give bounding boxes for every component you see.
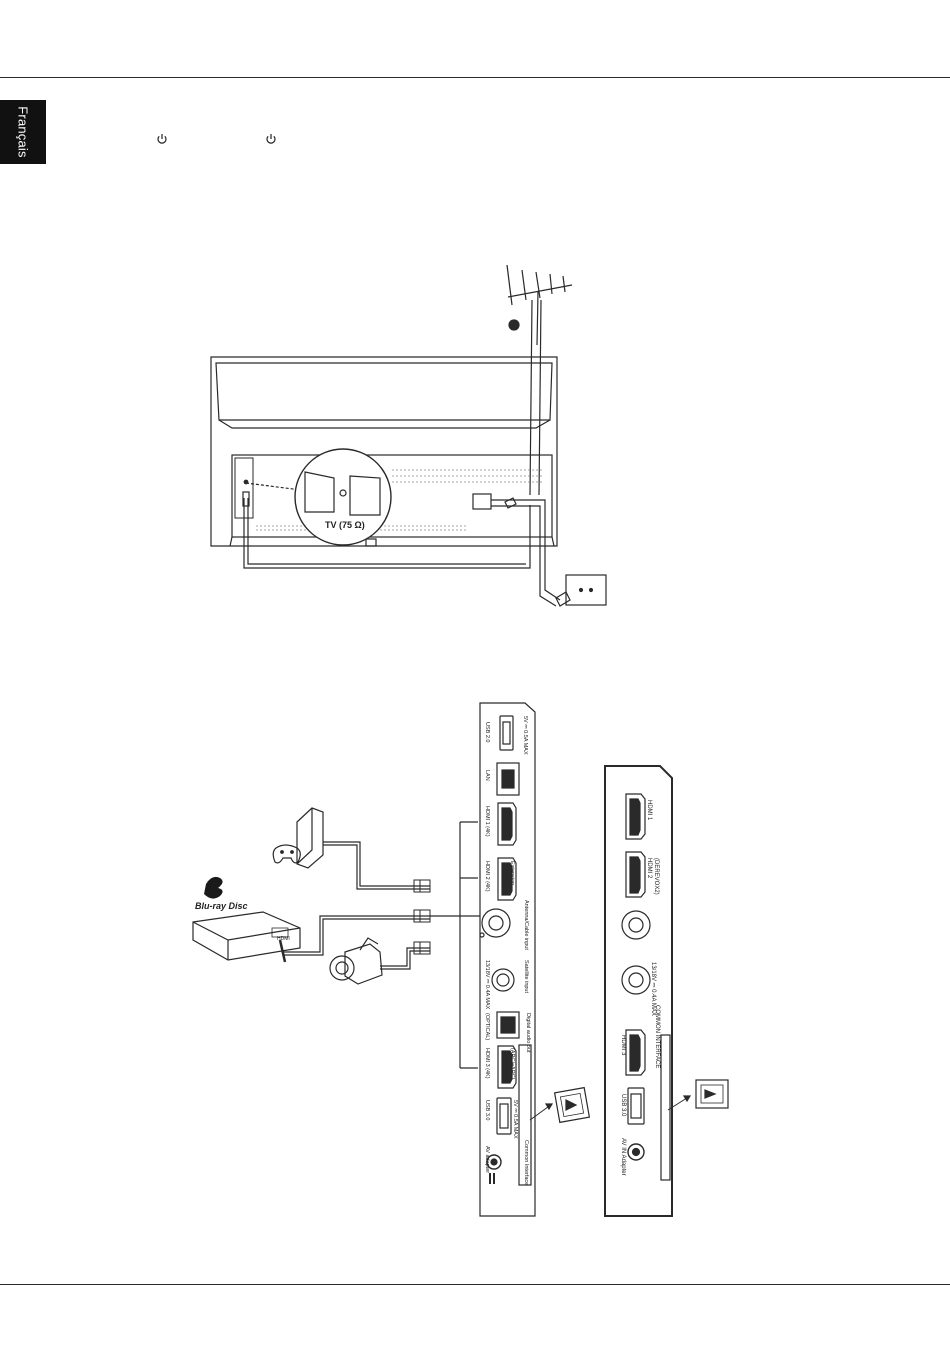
game-console-icon	[272, 807, 324, 869]
hdmi1-label: HDMI 1 (4K)	[484, 806, 490, 837]
power-icon	[266, 134, 276, 144]
tv-back-illustration	[210, 356, 558, 547]
panel-b-hdmi1-label: HDMI 1	[646, 800, 652, 821]
common-interface-label: Common Interface	[523, 1140, 529, 1185]
port-panel-a	[479, 702, 536, 1217]
optical-label: (OPTICAL)	[484, 1013, 490, 1040]
panel-b-common-interface-label: COMMON INTERFACE	[654, 1005, 660, 1068]
power-icon	[157, 134, 167, 144]
antenna-icon	[506, 264, 573, 496]
hdmi2-label: HDMI 2 (4K)	[484, 861, 490, 892]
panel-b-hdmi2-label: HDMI 2	[646, 858, 652, 879]
bluray-logo-icon	[204, 876, 223, 899]
panel-a-labels: 5V ⎓ 0.5A MAX USB 2.0 LAN HDMI 1 (4K) HD…	[484, 716, 531, 1185]
digital-audio-out-label: Digital audio out	[525, 1013, 531, 1053]
bluray-hdmi-label: HDMI	[277, 936, 290, 942]
antenna-input-label: Antenna/Cable input	[523, 900, 529, 950]
usb-top-rating: 5V ⎓ 0.5A MAX	[522, 716, 528, 755]
language-tab[interactable]: Français	[0, 100, 46, 164]
panel-b-hdmi2-sub-label: (DEREVOX2)	[653, 858, 659, 895]
panel-b-hdmi3-label: HDMI 3	[620, 1035, 626, 1056]
usb-bottom-rating: 5V ⎓ 0.5A MAX	[512, 1100, 518, 1139]
panel-b-usb-label: USB 3.0	[620, 1094, 626, 1117]
footer-rule	[0, 1284, 950, 1285]
satellite-input-label: Satellite input	[523, 960, 529, 993]
bluray-logo-text: Blu-ray Disc	[195, 901, 248, 911]
hdmi2-sub-label: Extension	[509, 861, 515, 885]
satellite-rating-label: 13/18V ⎓ 0.4A MAX	[484, 960, 490, 1010]
hdmi3-label: HDMI 3 (4K)	[484, 1048, 490, 1079]
hdmi3-sub-label: (ARC/eARC)	[509, 1048, 515, 1080]
lan-label: LAN	[484, 770, 490, 781]
bluray-player-icon	[192, 911, 301, 963]
av-adapter-label: AV adapter	[484, 1146, 490, 1173]
usb-top-label: USB 2.0	[484, 722, 490, 742]
panel-b-av-adapter-label: AV IN Adapter	[620, 1138, 626, 1176]
panel-b-satellite-rating: 13/18V ⎓ 0.4A MAX	[650, 962, 656, 1016]
camcorder-icon	[329, 937, 383, 985]
port-panel-b	[604, 765, 673, 1217]
header-rule	[0, 77, 950, 78]
usb-bottom-label: USB 3.0	[484, 1100, 490, 1120]
tv-connector-label: TV (75 Ω)	[325, 520, 365, 530]
panel-b-labels: HDMI 1 HDMI 2 (DEREVOX2) 13/18V ⎓ 0.4A M…	[620, 800, 660, 1176]
